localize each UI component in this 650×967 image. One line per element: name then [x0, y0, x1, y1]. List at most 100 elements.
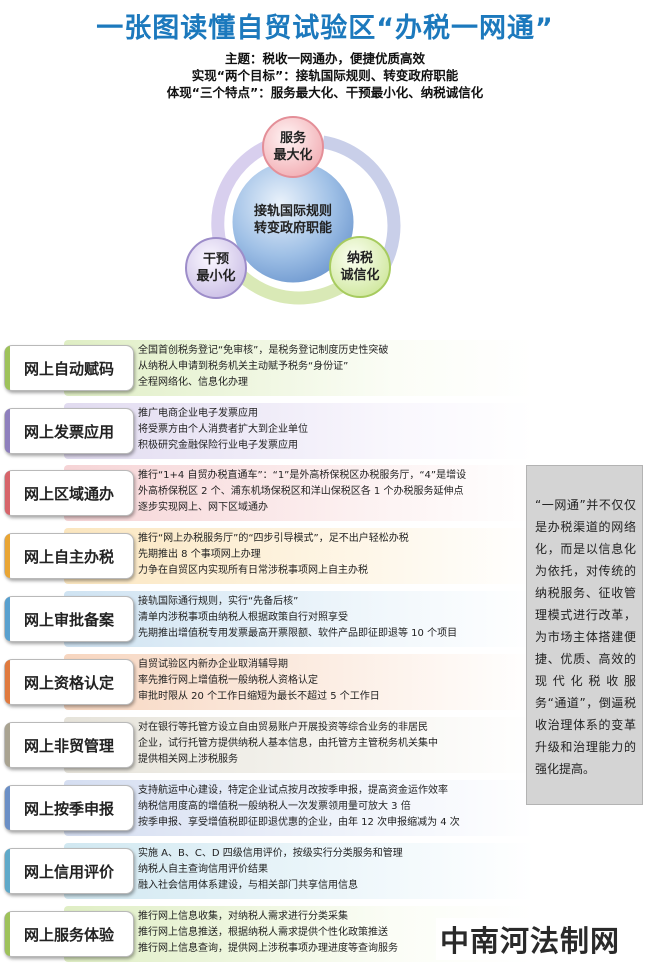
- row-text: 推行网上信息收集，对纳税人需求进行分类采集 推行网上信息推送，根据纳税人需求提供…: [138, 909, 518, 957]
- row-qualification: 网上资格认定 自贸试验区内新办企业取消辅导期 率先推行网上增值税一般纳税人资格认…: [4, 654, 534, 710]
- row-text-line: 从纳税人申请到税务机关主动赋予税务“身份证”: [138, 361, 349, 372]
- row-text-line: 外高桥保税区 2 个、浦东机场保税区和洋山保税区各 1 个办税服务延伸点: [138, 486, 464, 497]
- row-text: 接轨国际通行规则，实行“先备后核” 清单内涉税事项由纳税人根据政策自行对照享受 …: [138, 594, 518, 642]
- row-invoice: 网上发票应用 推广电商企业电子发票应用 将受票方由个人消费者扩大到企业单位 积极…: [4, 403, 534, 459]
- row-text-line: 接轨国际通行规则，实行“先备后核”: [138, 596, 299, 607]
- row-label-text: 网上审批备案: [23, 610, 114, 629]
- row-text: 支持航运中心建设，特定企业试点按月改按季申报，提高资金运作效率 纳税信用度高的增…: [138, 783, 518, 831]
- node-label-service-line1: 服务: [279, 131, 306, 146]
- row-text-line: 将受票方由个人消费者扩大到企业单位: [138, 424, 308, 435]
- node-circle-service: [262, 116, 324, 178]
- row-self-service: 网上自主办税 推行“网上办税服务厅”的“四步引导模式”，足不出户轻松办税 先期推…: [4, 528, 534, 584]
- row-quarterly: 网上按季申报 支持航运中心建设，特定企业试点按月改按季申报，提高资金运作效率 纳…: [4, 780, 534, 836]
- row-label: 网上非贸管理: [4, 722, 134, 768]
- row-accent-bar: [5, 786, 10, 830]
- row-accent-bar: [5, 471, 10, 515]
- row-approval: 网上审批备案 接轨国际通行规则，实行“先备后核” 清单内涉税事项由纳税人根据政策…: [4, 591, 534, 647]
- center-label-line2: 转变政府职能: [253, 221, 332, 236]
- row-accent-bar: [5, 912, 10, 956]
- summary-text: “一网通”并不仅仅是办税渠道的网络化，而是以信息化为依托，对传统的纳税服务、征收…: [535, 498, 636, 776]
- node-label-service: 服务 最大化: [263, 130, 323, 164]
- row-accent-bar: [5, 597, 10, 641]
- row-text-line: 支持航运中心建设，特定企业试点按月改按季申报，提高资金运作效率: [138, 785, 448, 796]
- row-background: [64, 717, 534, 773]
- row-text-line: 自贸试验区内新办企业取消辅导期: [138, 659, 288, 670]
- node-circle-integrity: [329, 236, 391, 298]
- row-text-line: 力争在自贸区内实现所有日常涉税事项网上自主办税: [138, 565, 368, 576]
- row-text-line: 实施 A、B、C、D 四级信用评价，按级实行分类服务和管理: [138, 848, 403, 859]
- row-label-text: 网上发票应用: [23, 422, 114, 441]
- row-regional: 网上区域通办 推行“1+4 自贸办税直通车”：“1”是外高桥保税区办税服务厅，“…: [4, 465, 534, 521]
- center-label: 接轨国际规则 转变政府职能: [243, 203, 343, 237]
- node-label-integrity: 纳税 诚信化: [330, 250, 390, 284]
- row-text-line: 对在银行等托管方设立自由贸易账户开展投资等综合业务的非居民: [138, 722, 428, 733]
- row-label: 网上自主办税: [4, 533, 134, 579]
- row-text-line: 积极研究金融保险行业电子发票应用: [138, 440, 298, 451]
- row-label: 网上区域通办: [4, 470, 134, 516]
- center-label-line1: 接轨国际规则: [253, 204, 332, 219]
- row-text-line: 推行网上信息查询，提供网上涉税事项办理进度等查询服务: [138, 943, 398, 954]
- row-label: 网上资格认定: [4, 659, 134, 705]
- row-accent-bar: [5, 409, 10, 453]
- ring-arc-right: [321, 135, 401, 278]
- row-text: 自贸试验区内新办企业取消辅导期 率先推行网上增值税一般纳税人资格认定 审批时限从…: [138, 657, 518, 705]
- node-label-integrity-line1: 纳税: [346, 251, 373, 266]
- node-label-intervention: 干预 最小化: [186, 251, 246, 285]
- row-label: 网上按季申报: [4, 785, 134, 831]
- row-credit: 网上信用评价 实施 A、B、C、D 四级信用评价，按级实行分类服务和管理 纳税人…: [4, 843, 534, 899]
- row-accent-bar: [5, 534, 10, 578]
- row-text-line: 清单内涉税事项由纳税人根据政策自行对照享受: [138, 612, 348, 623]
- row-text-line: 先期推出 8 个事项网上办理: [138, 549, 261, 560]
- row-text: 推行“1+4 自贸办税直通车”：“1”是外高桥保税区办税服务厅，“4”是增设 外…: [138, 468, 518, 516]
- row-auto-coding: 网上自动赋码 全国首创税务登记“免审核”，是税务登记制度历史性突破 从纳税人申请…: [4, 340, 534, 396]
- row-text: 推行“网上办税服务厅”的“四步引导模式”，足不出户轻松办税 先期推出 8 个事项…: [138, 531, 518, 579]
- row-background: [64, 340, 534, 396]
- row-text-line: 逐步实现网上、网下区域通办: [138, 502, 268, 513]
- row-accent-bar: [5, 660, 10, 704]
- row-background: [64, 843, 534, 899]
- row-text-line: 推广电商企业电子发票应用: [138, 408, 258, 419]
- row-text-line: 融入社会信用体系建设，与相关部门共享信用信息: [138, 880, 358, 891]
- node-label-service-line2: 最大化: [273, 148, 313, 163]
- row-text: 实施 A、B、C、D 四级信用评价，按级实行分类服务和管理 纳税人自主查询信用评…: [138, 846, 518, 894]
- row-label-text: 网上资格认定: [23, 673, 114, 692]
- page-title: 一张图读懂自贸试验区“办税一网通”: [96, 13, 554, 44]
- row-text: 对在银行等托管方设立自由贸易账户开展投资等综合业务的非居民 企业，试行托管方提供…: [138, 720, 518, 768]
- row-accent-bar: [5, 849, 10, 893]
- row-label-text: 网上自动赋码: [23, 359, 114, 378]
- row-text: 全国首创税务登记“免审核”，是税务登记制度历史性突破 从纳税人申请到税务机关主动…: [138, 343, 518, 391]
- row-text-line: 纳税信用度高的增值税一般纳税人一次发票领用量可放大 3 倍: [138, 801, 411, 812]
- row-label-text: 网上非贸管理: [23, 736, 114, 755]
- summary-sidebox: “一网通”并不仅仅是办税渠道的网络化，而是以信息化为依托，对传统的纳税服务、征收…: [526, 465, 643, 805]
- row-label-text: 网上按季申报: [23, 799, 114, 818]
- row-background: [64, 591, 534, 647]
- row-text-line: 提供相关网上涉税服务: [138, 754, 238, 765]
- row-text-line: 全国首创税务登记“免审核”，是税务登记制度历史性突破: [138, 345, 389, 356]
- row-text-line: 按季申报、享受增值税即征即退优惠的企业，由年 12 次申报缩减为 4 次: [138, 817, 460, 828]
- row-label-text: 网上自主办税: [23, 547, 114, 566]
- row-background: [64, 654, 534, 710]
- row-text-line: 率先推行网上增值税一般纳税人资格认定: [138, 675, 318, 686]
- cycle-diagram: 接轨国际规则 转变政府职能 服务 最大化 纳税 诚信化 干预 最小化: [0, 100, 650, 340]
- row-background: [64, 403, 534, 459]
- row-accent-bar: [5, 723, 10, 767]
- row-accent-bar: [5, 346, 10, 390]
- row-background: [64, 465, 534, 521]
- node-label-intervention-line1: 干预: [202, 252, 229, 267]
- row-text-line: 纳税人自主查询信用评价结果: [138, 864, 268, 875]
- row-text-line: 推行网上信息推送，根据纳税人需求提供个性化政策推送: [138, 927, 388, 938]
- subtitle-line-goals: 实现“两个目标”：接轨国际规则、转变政府职能: [191, 68, 459, 83]
- row-text-line: 先期推出增值税专用发票最高开票限额、软件产品即征即退等 10 个项目: [138, 628, 458, 639]
- cycle-diagram-graphic: [185, 116, 401, 305]
- row-text-line: 全程网络化、信息化办理: [138, 377, 248, 388]
- node-circle-intervention: [185, 237, 247, 299]
- subtitle-line-features: 体现“三个特点”：服务最大化、干预最小化、纳税诚信化: [166, 85, 484, 100]
- row-label: 网上发票应用: [4, 408, 134, 454]
- row-label-text: 网上信用评价: [23, 862, 114, 881]
- node-label-integrity-line2: 诚信化: [340, 268, 380, 283]
- row-text-line: 企业，试行托管方提供纳税人基本信息，由托管方主管税务机关集中: [138, 738, 438, 749]
- watermark: 中南河法制网: [436, 918, 625, 960]
- row-label: 网上审批备案: [4, 596, 134, 642]
- row-background: [64, 780, 534, 836]
- node-label-intervention-line2: 最小化: [196, 269, 236, 284]
